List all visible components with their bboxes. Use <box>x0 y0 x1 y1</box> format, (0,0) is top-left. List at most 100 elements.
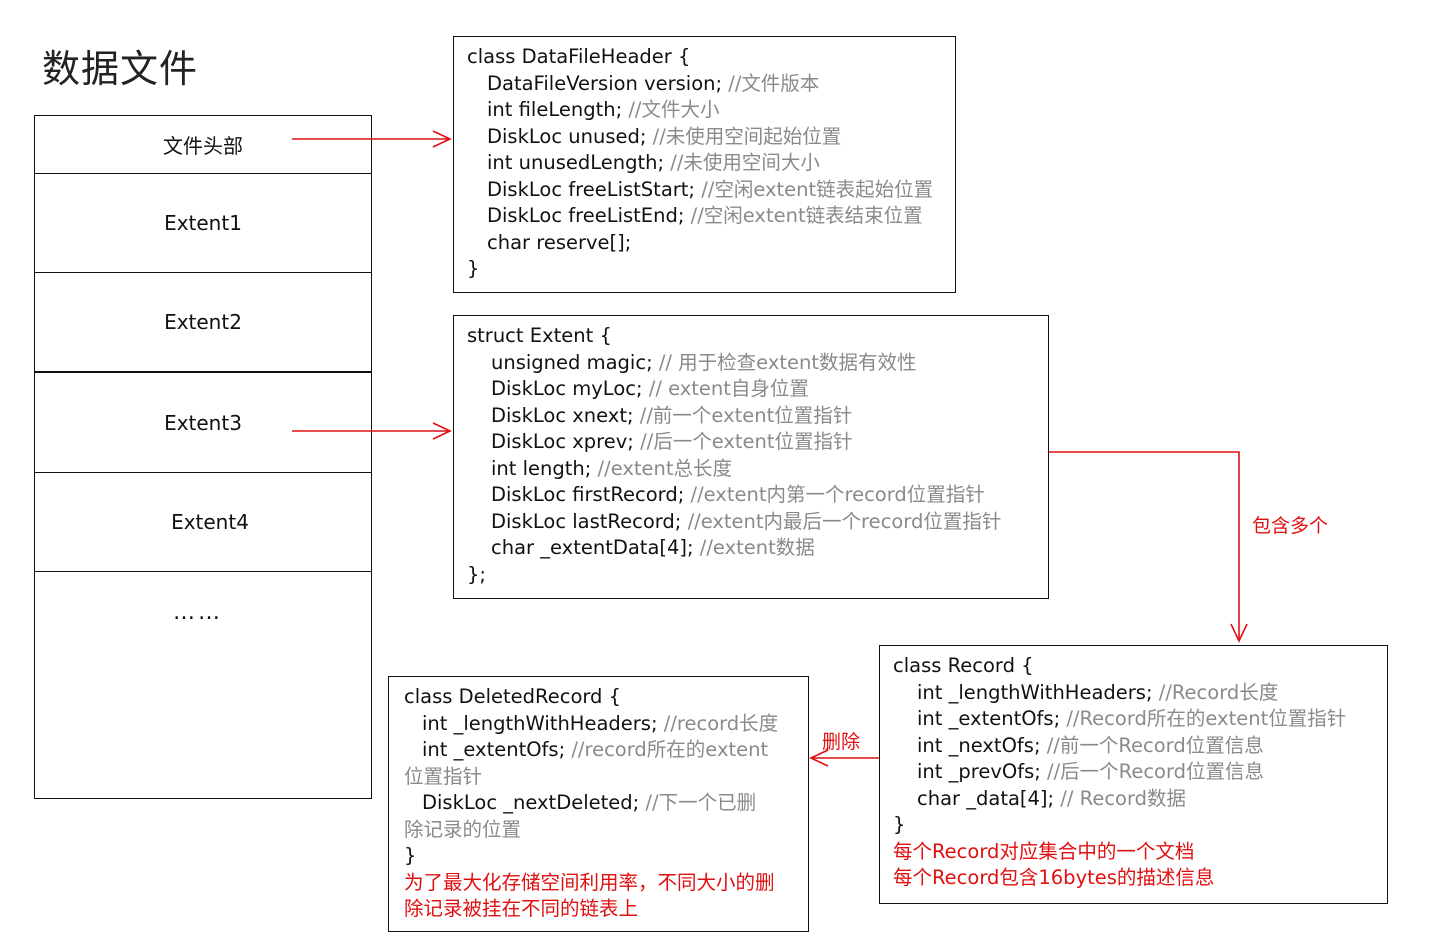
field-comment: //Record长度 <box>1152 680 1279 704</box>
field-line: DiskLoc xprev; //后一个extent位置指针 <box>467 429 1048 456</box>
code-line: struct Extent { <box>467 324 612 347</box>
field-comment: //未使用空间起始位置 <box>646 124 842 148</box>
field-code: DiskLoc freeListEnd; <box>487 204 685 227</box>
field-comment: //extent内第一个record位置指针 <box>684 483 985 506</box>
arrow-header-to-class <box>292 130 452 148</box>
delete-label: 删除 <box>822 731 861 753</box>
field-line: char reserve[]; <box>467 230 955 257</box>
segment-file-header: 文件头部 <box>35 116 371 174</box>
field-line: DiskLoc _nextDeleted; //下一个已删 <box>404 790 798 817</box>
field-code: DiskLoc lastRecord; <box>491 509 682 533</box>
field-comment: //空闲extent链表起始位置 <box>695 177 934 201</box>
field-code: int _nextOfs; <box>917 733 1041 757</box>
field-code: int _lengthWithHeaders; <box>917 680 1153 704</box>
field-line: char _extentData[4]; //extent数据 <box>467 535 1048 562</box>
arrow-record-to-deleted <box>809 749 879 767</box>
record-note: 每个Record包含16bytes的描述信息 <box>893 866 1215 889</box>
field-line: int _extentOfs; //Record所在的extent位置指针 <box>893 706 1387 733</box>
field-code: DiskLoc freeListStart; <box>487 177 695 201</box>
code-line: } <box>893 813 906 836</box>
field-code: char _extentData[4]; <box>491 536 694 559</box>
field-line: int _prevOfs; //后一个Record位置信息 <box>893 759 1387 786</box>
field-comment: //后一个extent位置指针 <box>633 430 853 453</box>
datafileheader-box: class DataFileHeader { DataFileVersion v… <box>453 36 956 293</box>
field-code: DataFileVersion version; <box>487 71 723 95</box>
deletedrecord-box: class DeletedRecord { int _lengthWithHea… <box>388 676 809 932</box>
field-comment: //后一个Record位置信息 <box>1040 760 1265 783</box>
field-comment: //record所在的extent <box>565 738 769 761</box>
field-line: DiskLoc firstRecord; //extent内第一个record位… <box>467 482 1048 509</box>
field-comment: //文件版本 <box>722 71 820 95</box>
field-code: DiskLoc firstRecord; <box>491 483 685 506</box>
code-line: class DataFileHeader { <box>467 45 691 68</box>
segment-extent3: Extent3 <box>35 373 371 473</box>
field-comment: //record长度 <box>657 711 779 735</box>
segment-more: …… <box>173 600 223 625</box>
arrow-extent-to-record <box>1049 451 1248 643</box>
field-comment: // extent自身位置 <box>642 377 809 400</box>
arrow-extent-to-struct <box>292 422 452 440</box>
segment-extent1: Extent1 <box>35 174 371 273</box>
field-line: DiskLoc freeListStart; //空闲extent链表起始位置 <box>467 177 955 204</box>
field-line: DiskLoc myLoc; // extent自身位置 <box>467 376 1048 403</box>
field-line: DiskLoc unused; //未使用空间起始位置 <box>467 124 955 151</box>
field-line: DiskLoc xnext; //前一个extent位置指针 <box>467 403 1048 430</box>
field-code: int length; <box>491 456 592 480</box>
code-line: class Record { <box>893 654 1034 677</box>
field-code: DiskLoc _nextDeleted; <box>422 791 640 814</box>
field-code: DiskLoc xprev; <box>491 430 634 453</box>
field-code: int _lengthWithHeaders; <box>422 711 658 735</box>
field-comment: //未使用空间大小 <box>664 151 820 174</box>
code-line: }; <box>467 562 486 586</box>
field-line: int _nextOfs; //前一个Record位置信息 <box>893 733 1387 760</box>
field-code: int _extentOfs; <box>917 707 1061 730</box>
field-code: int unusedLength; <box>487 151 665 174</box>
contains-label: 包含多个 <box>1252 515 1329 537</box>
field-code: int fileLength; <box>487 98 623 121</box>
field-comment: //Record所在的extent位置指针 <box>1060 707 1347 730</box>
record-note: 每个Record对应集合中的一个文档 <box>893 839 1195 863</box>
field-line: char _data[4]; // Record数据 <box>893 786 1387 813</box>
field-code: DiskLoc unused; <box>487 124 647 148</box>
extent-box: struct Extent { unsigned magic; // 用于检查e… <box>453 315 1049 599</box>
field-comment: //extent总长度 <box>591 456 733 480</box>
field-comment: //extent内最后一个record位置指针 <box>681 509 1002 533</box>
field-comment: //extent数据 <box>693 536 815 559</box>
field-line: DiskLoc freeListEnd; //空闲extent链表结束位置 <box>467 203 955 230</box>
field-comment: //前一个Record位置信息 <box>1040 733 1264 757</box>
code-line: } <box>467 257 480 280</box>
field-comment: //前一个extent位置指针 <box>633 403 853 427</box>
field-code: DiskLoc xnext; <box>491 403 634 427</box>
field-line: int _lengthWithHeaders; //record长度 <box>404 711 798 738</box>
field-comment: //文件大小 <box>622 98 720 121</box>
segment-extent4: Extent4 <box>35 473 371 572</box>
record-box: class Record { int _lengthWithHeaders; /… <box>879 645 1388 904</box>
field-code: int _prevOfs; <box>917 760 1041 783</box>
field-comment: //空闲extent链表结束位置 <box>684 204 923 227</box>
deleted-note: 为了最大化存储空间利用率，不同大小的删除记录被挂在不同的链表上 <box>404 870 775 921</box>
field-line: DataFileVersion version; //文件版本 <box>467 71 955 98</box>
field-line: int _lengthWithHeaders; //Record长度 <box>893 680 1387 707</box>
field-comment: //下一个已删 <box>639 791 757 814</box>
code-line: } <box>404 844 417 867</box>
diagram-title: 数据文件 <box>42 47 199 91</box>
field-line: unsigned magic; // 用于检查extent数据有效性 <box>467 350 1048 377</box>
field-code: int _extentOfs; <box>422 738 566 761</box>
field-line: int _extentOfs; //record所在的extent <box>404 737 798 764</box>
field-comment: // 用于检查extent数据有效性 <box>652 350 917 374</box>
field-line: int unusedLength; //未使用空间大小 <box>467 150 955 177</box>
datafile-block: 文件头部 Extent1 Extent2 Extent3 Extent4 …… <box>34 115 372 799</box>
code-line: class DeletedRecord { <box>404 685 622 708</box>
field-code: char reserve[]; <box>487 230 632 254</box>
field-code: unsigned magic; <box>491 350 653 374</box>
field-line: DiskLoc lastRecord; //extent内最后一个record位… <box>467 509 1048 536</box>
field-comment-cont: 除记录的位置 <box>404 817 522 841</box>
field-comment-cont: 位置指针 <box>404 764 483 788</box>
field-comment: // Record数据 <box>1054 786 1187 810</box>
field-code: char _data[4]; <box>917 786 1055 810</box>
field-line: int fileLength; //文件大小 <box>467 97 955 124</box>
field-code: DiskLoc myLoc; <box>491 377 643 400</box>
field-line: int length; //extent总长度 <box>467 456 1048 483</box>
segment-extent2: Extent2 <box>35 273 371 373</box>
